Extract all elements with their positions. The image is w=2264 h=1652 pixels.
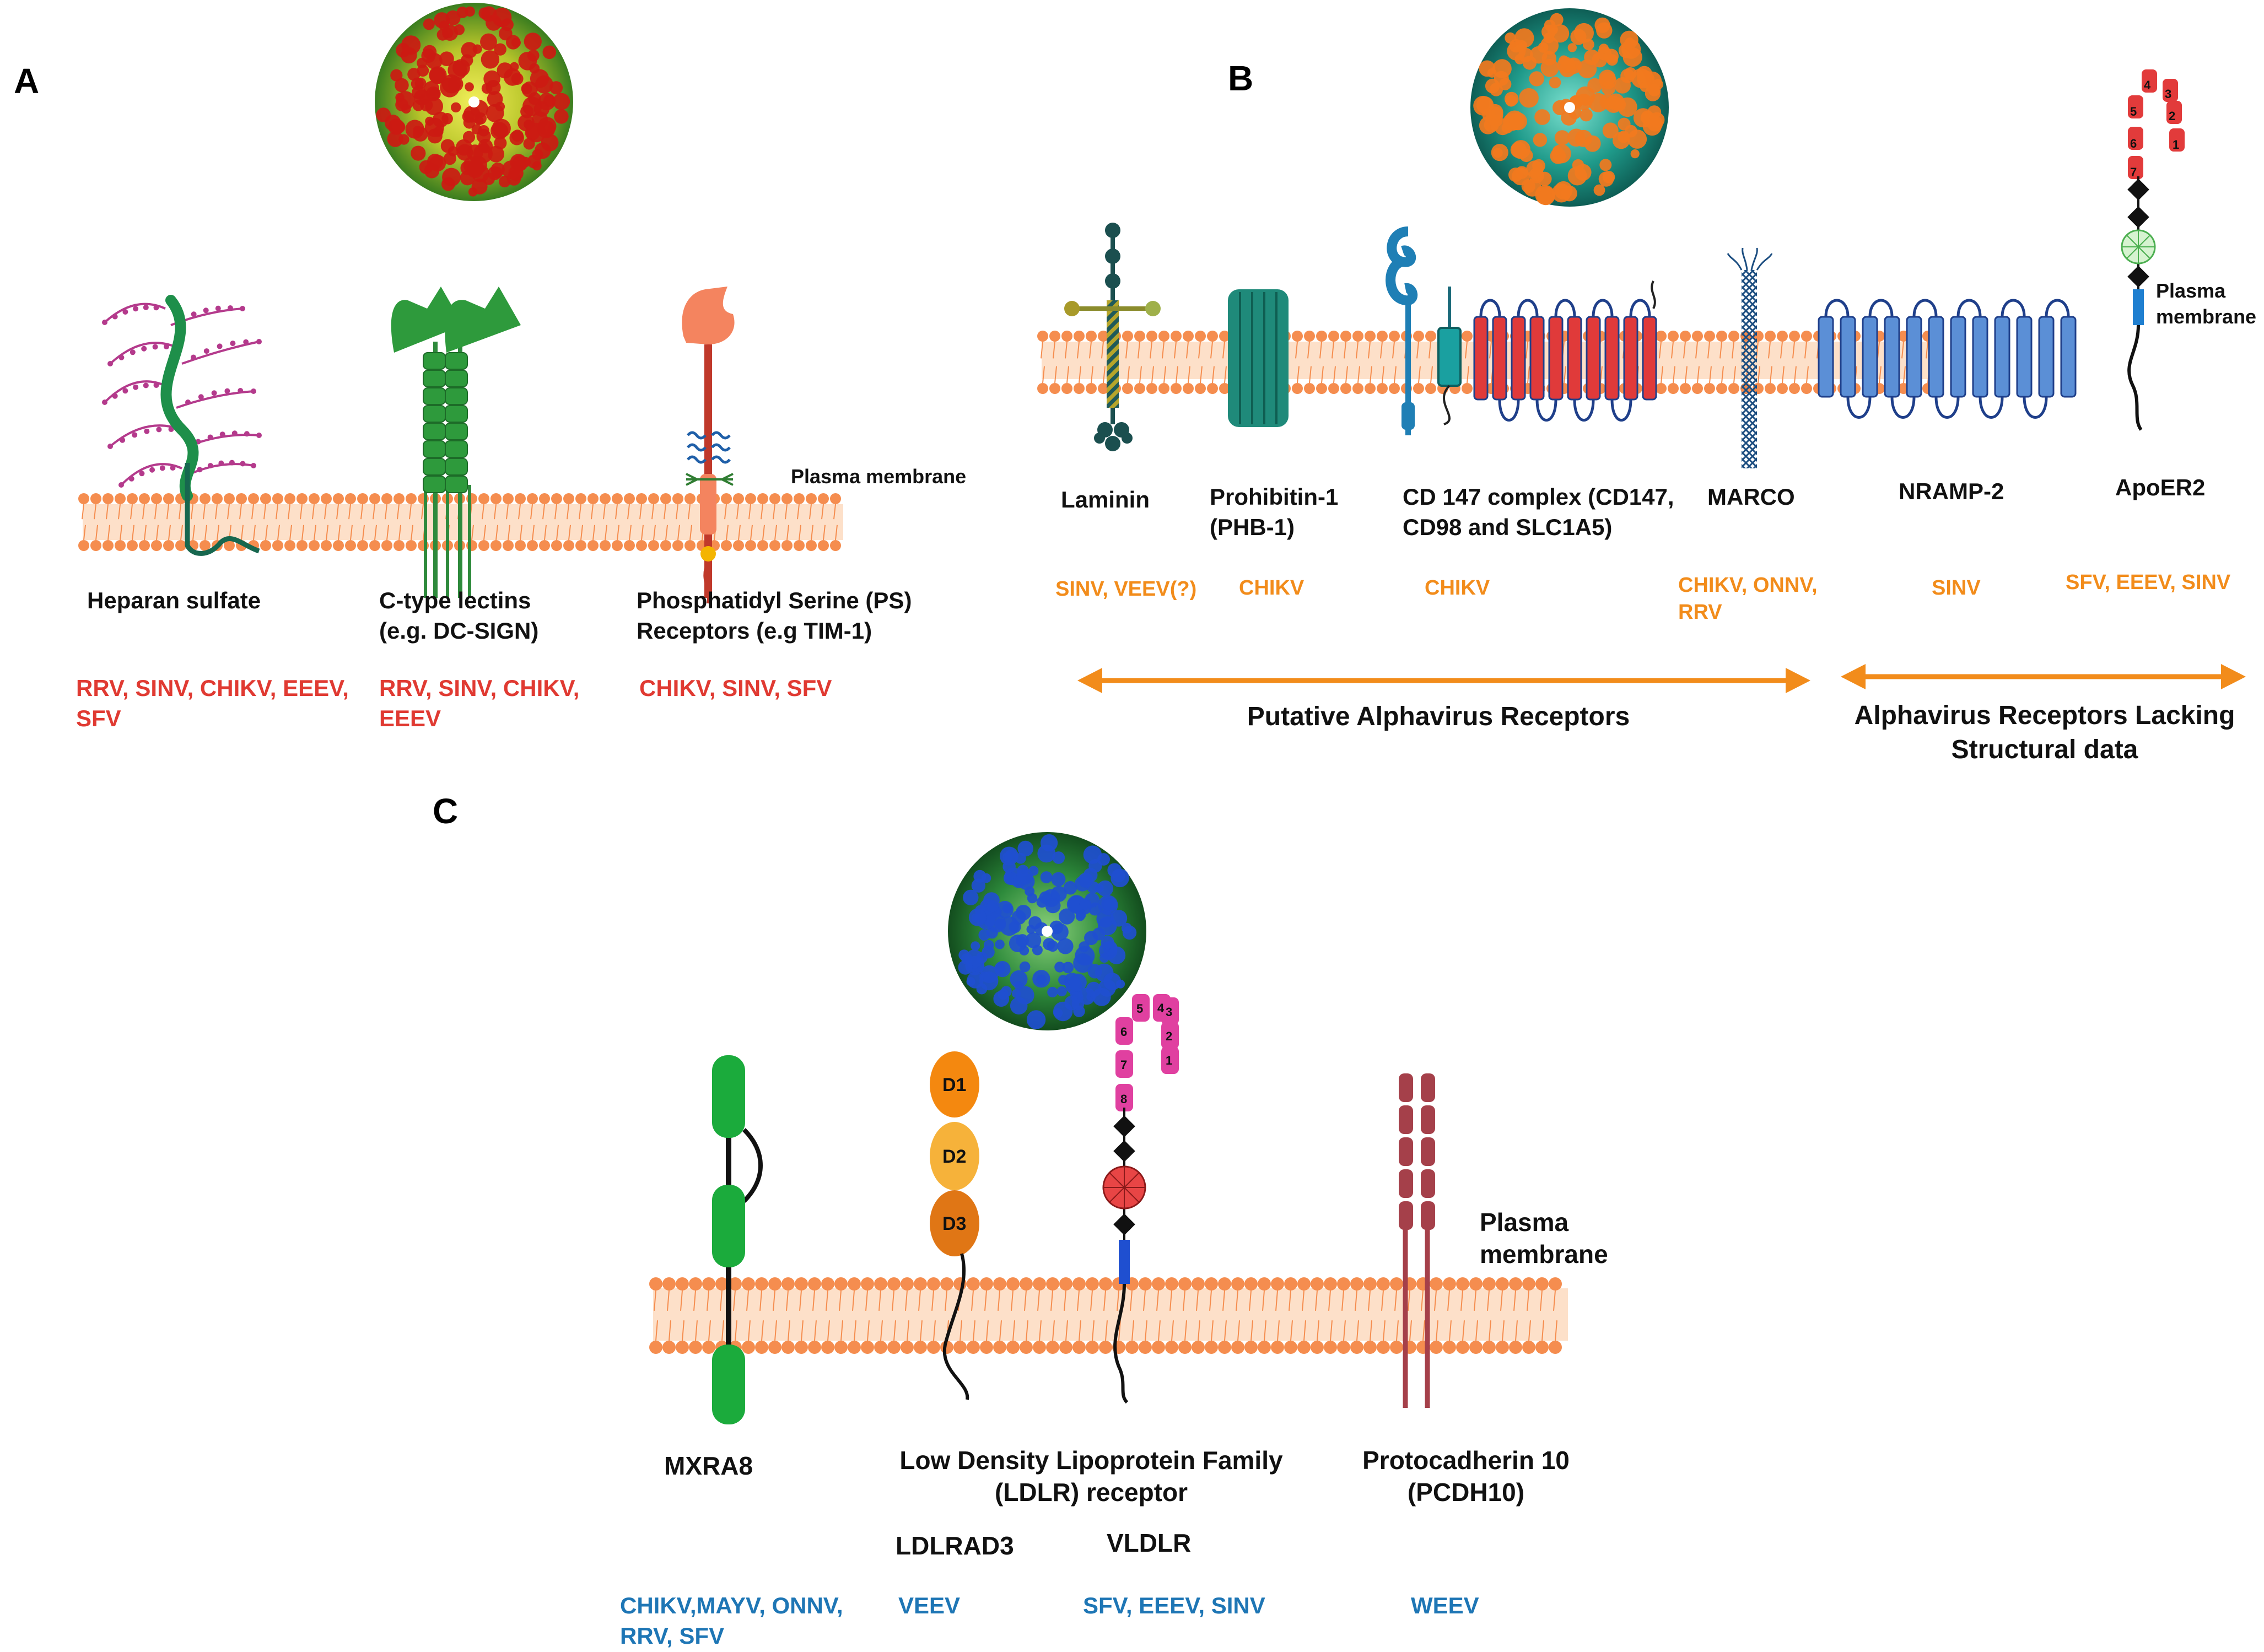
panel-label-c: C	[433, 791, 459, 831]
receptor-name-ldlr-family: Low Density Lipoprotein Family (LDLR) re…	[899, 1446, 1283, 1507]
receptor-name-ps-receptors: Phosphatidyl Serine (PS) Receptors (e.g …	[637, 587, 912, 644]
virus-list-marco: CHIKV, ONNV, RRV	[1678, 574, 1818, 624]
cd147-complex-receptor	[1386, 226, 1657, 435]
receptor-name-prohibitin-1: Prohibitin-1 (PHB-1)	[1210, 484, 1339, 540]
plasma-membrane-label-c: Plasma membrane	[1480, 1208, 1608, 1268]
receptor-name-mxra8: MXRA8	[664, 1451, 753, 1480]
virion-b	[1470, 8, 1669, 207]
vldlr-repeat-1: 1	[1166, 1054, 1173, 1067]
vldlr-receptor	[1102, 994, 1179, 1404]
mxra8-receptor	[712, 1055, 763, 1424]
vldlr-repeat-4: 4	[1157, 1001, 1165, 1015]
vldlr-repeat-6: 6	[1120, 1025, 1128, 1039]
vldlr-repeat-5: 5	[1136, 1002, 1144, 1016]
virus-list-heparan-sulfate: RRV, SINV, CHIKV, EEEV, SFV	[76, 675, 349, 731]
apoer2-repeat-2: 2	[2169, 109, 2176, 123]
virus-list-ps-receptors: CHIKV, SINV, SFV	[639, 675, 832, 701]
vldlr-repeat-8: 8	[1120, 1092, 1128, 1106]
apoer2-receptor	[2121, 69, 2185, 431]
vldlr-repeat-7: 7	[1120, 1058, 1128, 1072]
panel-a	[78, 3, 843, 604]
apoer2-repeat-7: 7	[2130, 165, 2137, 179]
virus-list-cd147-complex: CHIKV	[1425, 576, 1490, 600]
virus-list-vldlr: SFV, EEEV, SINV	[1083, 1592, 1265, 1618]
virus-list-pcdh10: WEEV	[1411, 1592, 1479, 1618]
plasma-membrane-label-a: Plasma membrane	[791, 465, 967, 488]
c-type-lectin-receptor	[391, 287, 521, 598]
plasma-membrane-label-b: Plasma membrane	[2156, 279, 2257, 328]
receptor-name-ldlrad3: LDLRAD3	[896, 1531, 1014, 1560]
panel-label-a: A	[14, 61, 40, 101]
panel-c	[649, 832, 1568, 1424]
virus-list-nramp-2: SINV	[1932, 576, 1981, 600]
virion-a	[375, 3, 573, 201]
plasma-membrane-c	[649, 1277, 1568, 1354]
ldlrad3-domain-d1: D1	[942, 1075, 967, 1095]
heparan-sulfate-receptor	[102, 295, 262, 556]
receptor-name-c-type-lectins: C-type lectins (e.g. DC-SIGN)	[379, 587, 539, 644]
receptor-name-cd147-complex: CD 147 complex (CD147, CD98 and SLC1A5)	[1403, 484, 1674, 540]
receptor-name-marco: MARCO	[1707, 484, 1795, 510]
category-arrow-left	[1077, 668, 1810, 693]
category-label-putative: Putative Alphavirus Receptors	[1247, 702, 1630, 731]
virus-list-c-type-lectins: RRV, SINV, CHIKV, EEEV	[379, 675, 580, 731]
receptor-name-laminin: Laminin	[1061, 487, 1150, 512]
vldlr-repeat-2: 2	[1166, 1029, 1173, 1043]
ldlrad3-domain-d3: D3	[942, 1213, 967, 1234]
ldlrad3-receptor	[930, 1051, 979, 1400]
vldlr-repeat-3: 3	[1166, 1005, 1173, 1019]
virus-list-prohibitin-1: CHIKV	[1239, 576, 1305, 600]
pcdh10-receptor	[1399, 1073, 1435, 1408]
laminin-receptor	[1064, 223, 1161, 451]
marco-receptor	[1727, 247, 1773, 468]
receptor-name-pcdh10: Protocadherin 10 (PCDH10)	[1362, 1446, 1570, 1507]
virion-c	[948, 832, 1146, 1030]
virus-list-apoer2: SFV, EEEV, SINV	[2066, 571, 2231, 594]
apoer2-repeat-4: 4	[2144, 78, 2151, 92]
ldlrad3-domain-d2: D2	[942, 1146, 967, 1167]
apoer2-repeat-5: 5	[2130, 105, 2137, 118]
prohibitin-1-receptor	[1228, 289, 1289, 427]
virus-list-mxra8: CHIKV,MAYV, ONNV, RRV, SFV	[620, 1592, 843, 1649]
panel-label-b: B	[1228, 58, 1254, 98]
receptor-name-nramp-2: NRAMP-2	[1899, 478, 2004, 504]
category-label-lacking-structural-data: Alphavirus Receptors Lacking Structural …	[1854, 701, 2235, 765]
virus-list-laminin: SINV, VEEV(?)	[1055, 577, 1197, 601]
virus-list-ldlrad3: VEEV	[898, 1592, 961, 1618]
ps-receptor	[682, 287, 735, 604]
apoer2-repeat-6: 6	[2130, 137, 2137, 150]
receptor-name-vldlr: VLDLR	[1107, 1529, 1192, 1557]
receptor-name-apoer2: ApoER2	[2115, 474, 2206, 500]
nramp-2-receptor	[1818, 299, 2077, 419]
receptor-name-heparan-sulfate: Heparan sulfate	[87, 587, 261, 613]
apoer2-repeat-3: 3	[2165, 87, 2172, 101]
apoer2-repeat-1: 1	[2173, 138, 2180, 152]
panel-b	[1037, 8, 2246, 693]
category-arrow-right	[1841, 664, 2246, 689]
